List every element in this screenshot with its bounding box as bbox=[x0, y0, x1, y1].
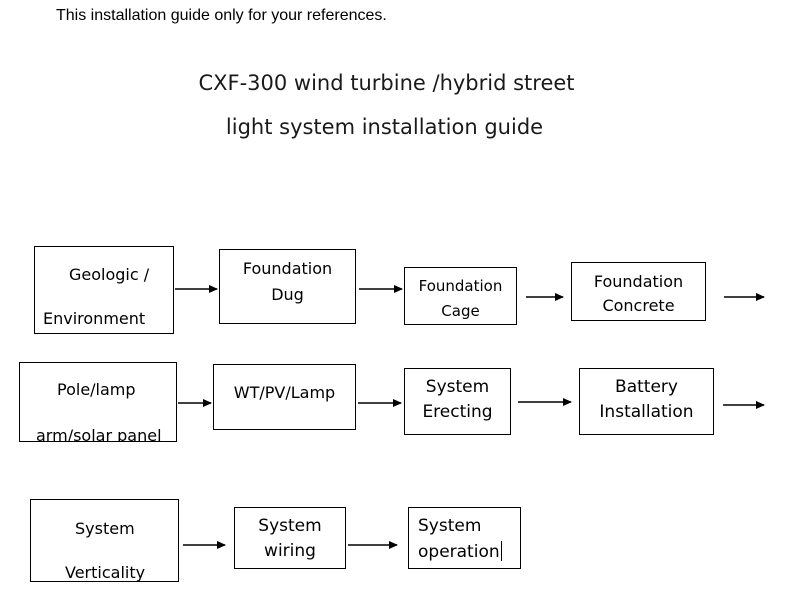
title-line-1: CXF-300 wind turbine /hybrid street bbox=[198, 71, 575, 95]
step-label-line2: Installation bbox=[599, 402, 694, 422]
step-label-line2: Concrete bbox=[602, 296, 675, 315]
step-label-line1: Foundation bbox=[593, 272, 684, 291]
step-label-line2: Verticality bbox=[65, 563, 146, 582]
step-label-line2: Cage bbox=[441, 302, 480, 320]
step-label-line1: System bbox=[75, 519, 135, 538]
step-label-line1: Pole/lamp bbox=[57, 380, 136, 399]
operation-text: operation bbox=[418, 542, 500, 562]
step-label-line2: Environment bbox=[43, 309, 146, 328]
step-label-line1: WT/PV/Lamp bbox=[233, 383, 336, 402]
step-label-line2: Erecting bbox=[422, 402, 493, 422]
step-label-line2: arm/solar panel bbox=[36, 426, 162, 442]
title-line-2: light system installation guide bbox=[225, 115, 544, 139]
step-label-line1: Foundation bbox=[418, 277, 503, 295]
step-wt-pv-lamp: WT/PV/Lamp bbox=[213, 364, 356, 430]
step-foundation-dug: Foundation Dug bbox=[219, 249, 356, 324]
step-system-verticality: System Verticality bbox=[30, 499, 179, 582]
step-label-line1: Foundation bbox=[242, 259, 333, 278]
step-label-line2[interactable]: operation bbox=[418, 541, 503, 562]
text-cursor bbox=[500, 541, 503, 561]
step-system-operation[interactable]: System operation bbox=[408, 507, 521, 569]
step-label-line1: System bbox=[418, 516, 482, 536]
step-system-wiring: System wiring bbox=[234, 507, 346, 569]
step-label-line1: System bbox=[425, 377, 490, 397]
step-foundation-cage: Foundation Cage bbox=[404, 267, 517, 325]
step-geologic-environment: Geologic / Environment bbox=[34, 246, 174, 334]
step-foundation-concrete: Foundation Concrete bbox=[571, 262, 706, 321]
step-battery-installation: Battery Installation bbox=[579, 368, 714, 435]
step-label-line2: Dug bbox=[271, 285, 304, 304]
step-label-line1: System bbox=[258, 516, 322, 536]
step-label-line2: wiring bbox=[264, 541, 316, 561]
step-pole-lamp-arm-solar-panel: Pole/lamp arm/solar panel bbox=[19, 362, 177, 442]
reference-note: This installation guide only for your re… bbox=[56, 7, 387, 24]
step-label-line1: Battery bbox=[615, 377, 678, 397]
step-system-erecting: System Erecting bbox=[404, 368, 511, 435]
step-label-line1: Geologic / bbox=[69, 265, 150, 284]
